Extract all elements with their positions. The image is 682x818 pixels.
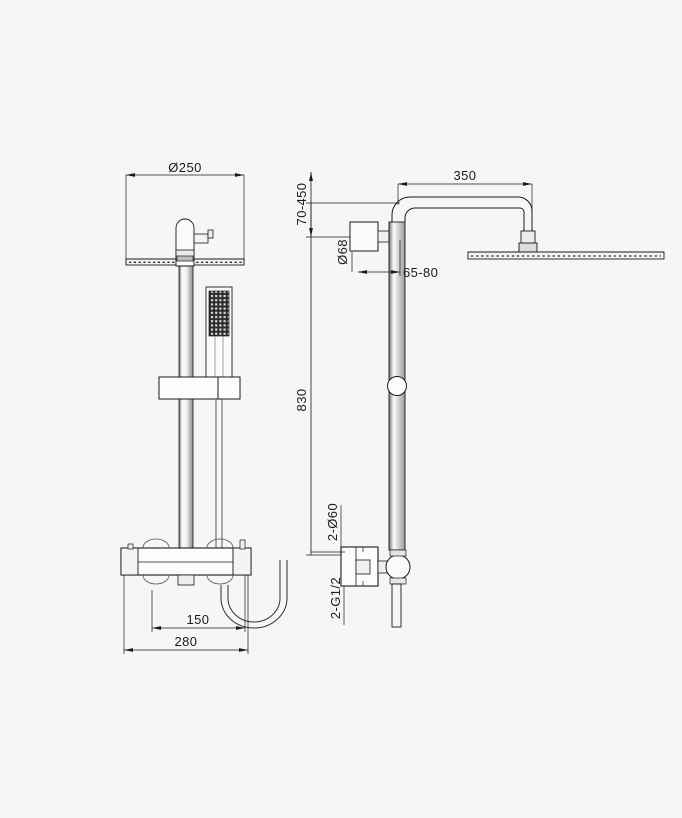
head-connector-side <box>518 230 538 253</box>
dim-inlet-spacing <box>151 575 246 632</box>
thermostatic-valve-side <box>340 546 411 628</box>
dim-label-arm-projection: 350 <box>454 168 477 183</box>
dim-inlet-hole <box>311 505 345 553</box>
dim-arm-projection <box>397 182 533 228</box>
slider-ring-side <box>387 376 407 396</box>
shower-hose-front <box>215 399 223 560</box>
riser-pipe-front <box>178 264 194 551</box>
dim-valve-width <box>123 575 249 654</box>
hose-loop-front <box>220 560 288 629</box>
dim-label-inlet-spacing: 150 <box>187 612 210 627</box>
riser-top-outlet-front <box>175 218 214 267</box>
wall-bracket-side <box>349 221 390 252</box>
dim-label-riser-offset: 65-80 <box>403 265 438 280</box>
dimension-labels: Ø250 150 280 70-450 350 Ø68 65-80 830 2-… <box>168 160 476 649</box>
overhead-shower-head-side <box>467 251 665 260</box>
slider-bracket-front <box>158 376 241 400</box>
dim-label-bracket-diameter: Ø68 <box>335 239 350 265</box>
front-view-group <box>120 173 288 654</box>
dim-label-adjust-range: 70-450 <box>294 183 309 226</box>
dim-riser-offset <box>358 240 401 276</box>
handheld-shower-front <box>205 286 233 385</box>
dim-label-riser-height: 830 <box>294 389 309 412</box>
thermostatic-valve-front <box>120 538 252 586</box>
dim-label-inlet-hole: 2-Ø60 <box>325 503 340 541</box>
dim-label-valve-width: 280 <box>175 634 198 649</box>
shower-arm-side <box>391 196 533 233</box>
dim-label-head-diameter: Ø250 <box>168 160 201 175</box>
dim-head-diameter <box>125 173 245 265</box>
dim-label-inlet-thread: 2-G1/2 <box>328 577 343 619</box>
side-view-group <box>306 172 665 628</box>
